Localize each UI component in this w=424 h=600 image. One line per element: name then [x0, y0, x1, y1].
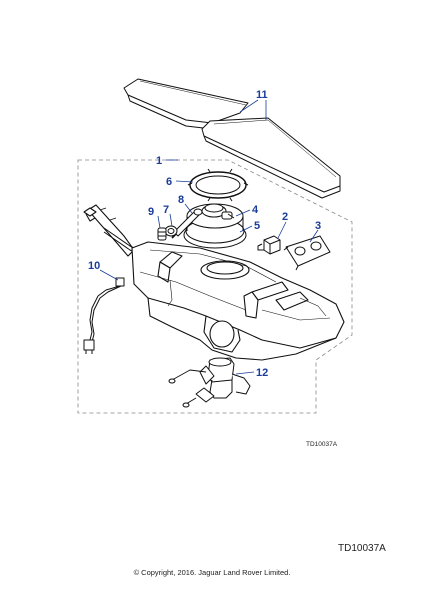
- fuel-level-sender: [171, 208, 203, 239]
- callout-1: 1: [156, 155, 162, 167]
- diagram-reference-code: TD10037A: [338, 543, 386, 554]
- kit-boundary-outline: [77, 159, 353, 414]
- leader-12: [235, 371, 255, 375]
- valve: [257, 235, 281, 255]
- callout-8: 8: [178, 194, 184, 206]
- pump-flange-assembly: [183, 203, 247, 249]
- leader-3: [309, 229, 319, 243]
- callout-5: 5: [254, 220, 260, 232]
- leader-2: [277, 221, 287, 239]
- gasket-plate: [283, 235, 331, 271]
- callout-11: 11: [256, 89, 268, 101]
- callout-7: 7: [163, 204, 169, 216]
- callout-2: 2: [282, 211, 288, 223]
- callout-12: 12: [256, 367, 268, 379]
- leader-7: [169, 213, 173, 227]
- leader-4: [235, 209, 251, 217]
- leader-lines: [99, 99, 319, 375]
- callout-3: 3: [315, 220, 321, 232]
- callout-6: 6: [166, 176, 172, 188]
- copyright-notice: © Copyright, 2016. Jaguar Land Rover Lim…: [133, 568, 291, 577]
- wiring-harness: [83, 277, 125, 354]
- leader-9: [157, 215, 161, 229]
- callout-10: 10: [88, 260, 100, 272]
- diagram-reference-small: TD10037A: [306, 441, 338, 448]
- leader-10: [99, 269, 119, 281]
- fuel-pump-module: [168, 357, 251, 408]
- leader-8: [184, 203, 193, 214]
- callout-4: 4: [252, 204, 259, 216]
- leader-5: [239, 225, 253, 233]
- leader-6: [175, 180, 194, 183]
- callout-9: 9: [148, 206, 154, 218]
- locking-ring: [187, 168, 249, 202]
- clip: [164, 225, 178, 237]
- hose-connector: [157, 227, 167, 241]
- heat-shield-cover: [123, 78, 341, 199]
- fuel-tank: [83, 204, 345, 361]
- leader-11a: [239, 99, 259, 113]
